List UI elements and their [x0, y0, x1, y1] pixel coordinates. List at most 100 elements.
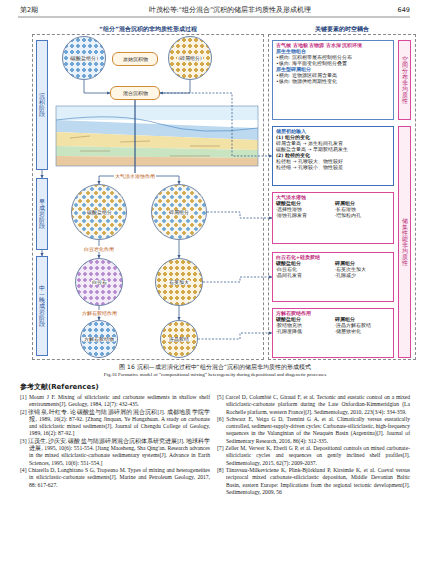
process-label: 大气淡水溶蚀作用 — [114, 173, 156, 179]
node-text: •横向: 沉积相带展布控制组分分布 — [276, 55, 390, 61]
node-text: 碎屑组分 — [335, 261, 391, 267]
running-header: 第2期 — [20, 6, 60, 15]
node-text: 碎屑组分 — [168, 210, 190, 215]
node-text: ·储层致密化 — [335, 329, 391, 335]
node-text: 白云石 — [91, 280, 108, 285]
caption-english: Fig.16 Formative model of “compositional… — [20, 372, 410, 377]
reference-entry: [2] 张锦泉,叶红专. 论碳酸盐与陆源碎屑的混合沉积[J]. 成都地质学院学报… — [20, 409, 210, 438]
node-text: 白云石化+硅质胶结 — [276, 255, 390, 261]
reference-entry: [8] Tänavsuu-Milkeviciene K, Plink-Björk… — [217, 467, 410, 496]
sediment-label: 混合沉积物 — [110, 86, 160, 100]
node-text: 早成岩阶段 — [39, 199, 45, 229]
node-text: “组分”混合沉积的非均质性形成过程 — [33, 25, 263, 34]
node-text: ·孔隙减少 — [335, 273, 391, 279]
process-label: 白云岩化作用 — [83, 246, 115, 252]
heterogeneity-bar: 空间分布非均质性 — [398, 40, 411, 120]
factor-box: 方解石胶结作用碳酸盐组分·胶结物充填·孔隙度降低碎屑组分·连晶方解石胶结·储层致… — [272, 308, 394, 358]
node-text: 原生型碎屑组分 — [276, 67, 390, 73]
node-text: 碎屑组分 — [335, 317, 391, 323]
flow-arrow — [179, 240, 180, 258]
node-text: ·石英次生加大 — [335, 267, 391, 273]
node-text: 储层初始输入 — [276, 129, 390, 135]
reference-entry: [7] Zeller M, Verwer K, Eberli G P, et a… — [217, 445, 410, 467]
factor-box: 大气淡水溶蚀碳酸盐组分·选择性溶蚀·溶蚀孔隙发育碎屑组分·长石溶蚀·增加粒内孔 — [272, 192, 394, 244]
node-text: •纵向: 海平面变化控制组分叠置 — [276, 61, 390, 67]
reference-column: [5] Carcel D, Colombié C, Giraud F, et a… — [217, 394, 410, 496]
process-label: 方解石胶结作用 — [81, 310, 118, 316]
node-text: ·孔隙度降低 — [276, 329, 332, 335]
node-text: 碳酸盐含量高 → 早期胶结易发生 — [276, 147, 390, 153]
flow-arrow — [160, 93, 272, 156]
node-text: •横向: 近物源区碎屑含量高 — [276, 73, 390, 79]
node-text: 混合沉积物 — [123, 90, 148, 96]
flow-arrow — [203, 277, 272, 282]
node-text: 方解石胶结物 — [83, 337, 115, 342]
grain-circle: 方解石胶结物 — [80, 320, 118, 358]
node-text: ·胶结物充填 — [276, 323, 332, 329]
node-text: 空间分布非均质性 — [402, 56, 408, 104]
sediment-label: 原始沉积物 — [112, 52, 158, 66]
heterogeneity-bar: 储集性能非均质性 — [398, 126, 411, 358]
node-text: 石英加大 — [168, 280, 190, 285]
node-text: (1) 组分的变化 — [276, 135, 390, 141]
node-text: ·长石溶蚀 — [335, 207, 391, 213]
header-rule — [18, 17, 410, 18]
grain-circle: (碳酸盐组分) — [62, 36, 106, 80]
node-text: 连晶胶结 — [168, 337, 190, 342]
node-text: (碳酸盐组分) — [69, 56, 100, 61]
node-text: ·溶蚀孔隙发育 — [276, 213, 332, 219]
grain-circle: 碳酸盐组分 — [71, 184, 127, 240]
grain-circle: 连晶胶结 — [160, 320, 198, 358]
grain-circle: 白云石 — [75, 258, 123, 306]
node-text: 碳酸盐组分 — [276, 261, 332, 267]
node-text: 原始沉积物 — [123, 56, 148, 62]
flow-arrow — [207, 212, 272, 218]
node-text: ·白云石化 — [276, 267, 332, 273]
figure-caption: 图 16 沉积—成岩演化过程中“组分混合”沉积的储层非均质性的形成模式 — [20, 363, 410, 372]
node-text: (2) 粒径的变化 — [276, 153, 390, 159]
grain-circle: 石英加大 — [155, 258, 203, 306]
node-text: 碳酸盐组分 — [276, 201, 332, 207]
node-text: 粒径细 → 孔喉较小、物性较差 — [276, 165, 390, 171]
grain-circle: 碎屑组分 — [151, 184, 207, 240]
node-text: 碎屑组分 — [335, 201, 391, 207]
sediment-section — [56, 106, 258, 166]
stage-bar: 早成岩阶段 — [36, 178, 48, 250]
grain-circle: (碎屑组分) — [168, 36, 212, 80]
node-text: ·连晶方解石胶结 — [335, 323, 391, 329]
node-text: 沉积阶段 — [39, 93, 45, 117]
node-text: 大气淡水溶蚀 — [276, 195, 390, 201]
flow-arrow — [84, 80, 110, 93]
reference-column: [1] Mount J F. Mixing of siliciclastic a… — [20, 394, 210, 489]
section-heading: 参考文献(References) — [20, 382, 220, 392]
reference-entry: [3] 江茂生,沙庆安. 碳酸盐与陆源碎屑混合沉积体系研究进展[J]. 地球科学… — [20, 438, 210, 467]
flow-arrow — [160, 80, 190, 93]
flow-arrow — [198, 333, 272, 339]
flow-arrow — [135, 100, 179, 184]
factor-box: 白云石化+硅质胶结碳酸盐组分·白云石化·晶间孔发育碎屑组分·石英次生加大·孔隙减… — [272, 252, 394, 302]
flow-arrow — [179, 306, 180, 320]
reference-entry: [4] Chiarella D, Longhitano S G, Tropean… — [20, 467, 210, 489]
region-frame: “组分”混合沉积的非均质性形成过程沉积阶段早成岩阶段中—晚成岩阶段原始沉积物(碳… — [32, 34, 264, 360]
region-frame: 关键要素的时空耦合古气候 古地貌 古物源 古水深 沉积环境原生生物组合•横向: … — [268, 34, 416, 360]
stage-bar: 中—晚成岩阶段 — [36, 256, 48, 356]
node-text: ·增加粒内孔 — [335, 213, 391, 219]
node-text: 储集性能非均质性 — [402, 218, 408, 266]
reference-entry: [6] Schwarz E, Veiga G D, Trentini G A, … — [217, 416, 410, 445]
node-text: 粒径粗 → 孔喉较大、物性较好 — [276, 159, 390, 165]
factor-box: 古气候 古地貌 古物源 古水深 沉积环境原生生物组合•横向: 沉积相带展布控制组… — [272, 40, 394, 120]
reference-entry: [1] Mount J F. Mixing of siliciclastic a… — [20, 394, 210, 409]
node-text: •纵向: 物源供给周期性变化 — [276, 79, 390, 85]
node-text: 碳酸盐组分 — [276, 317, 332, 323]
node-text: 古气候 古地貌 古物源 古水深 沉积环境 — [276, 43, 390, 49]
running-header: 叶茂松等:“组分混合”沉积的储层非均质性及形成机理 — [80, 6, 380, 15]
node-text: ·选择性溶蚀 — [276, 207, 332, 213]
node-text: 中—晚成岩阶段 — [39, 285, 45, 327]
node-text: ·晶间孔发育 — [276, 273, 332, 279]
node-text: 碎屑含量高 → 原生粒间孔发育 — [276, 141, 390, 147]
flow-arrow — [99, 100, 135, 184]
node-text: (碎屑组分) — [177, 56, 203, 61]
node-text: 关键要素的时空耦合 — [269, 25, 415, 34]
stage-bar: 沉积阶段 — [36, 40, 48, 170]
factor-box: 储层初始输入(1) 组分的变化碎屑含量高 → 原生粒间孔发育碳酸盐含量高 → 早… — [272, 126, 394, 186]
